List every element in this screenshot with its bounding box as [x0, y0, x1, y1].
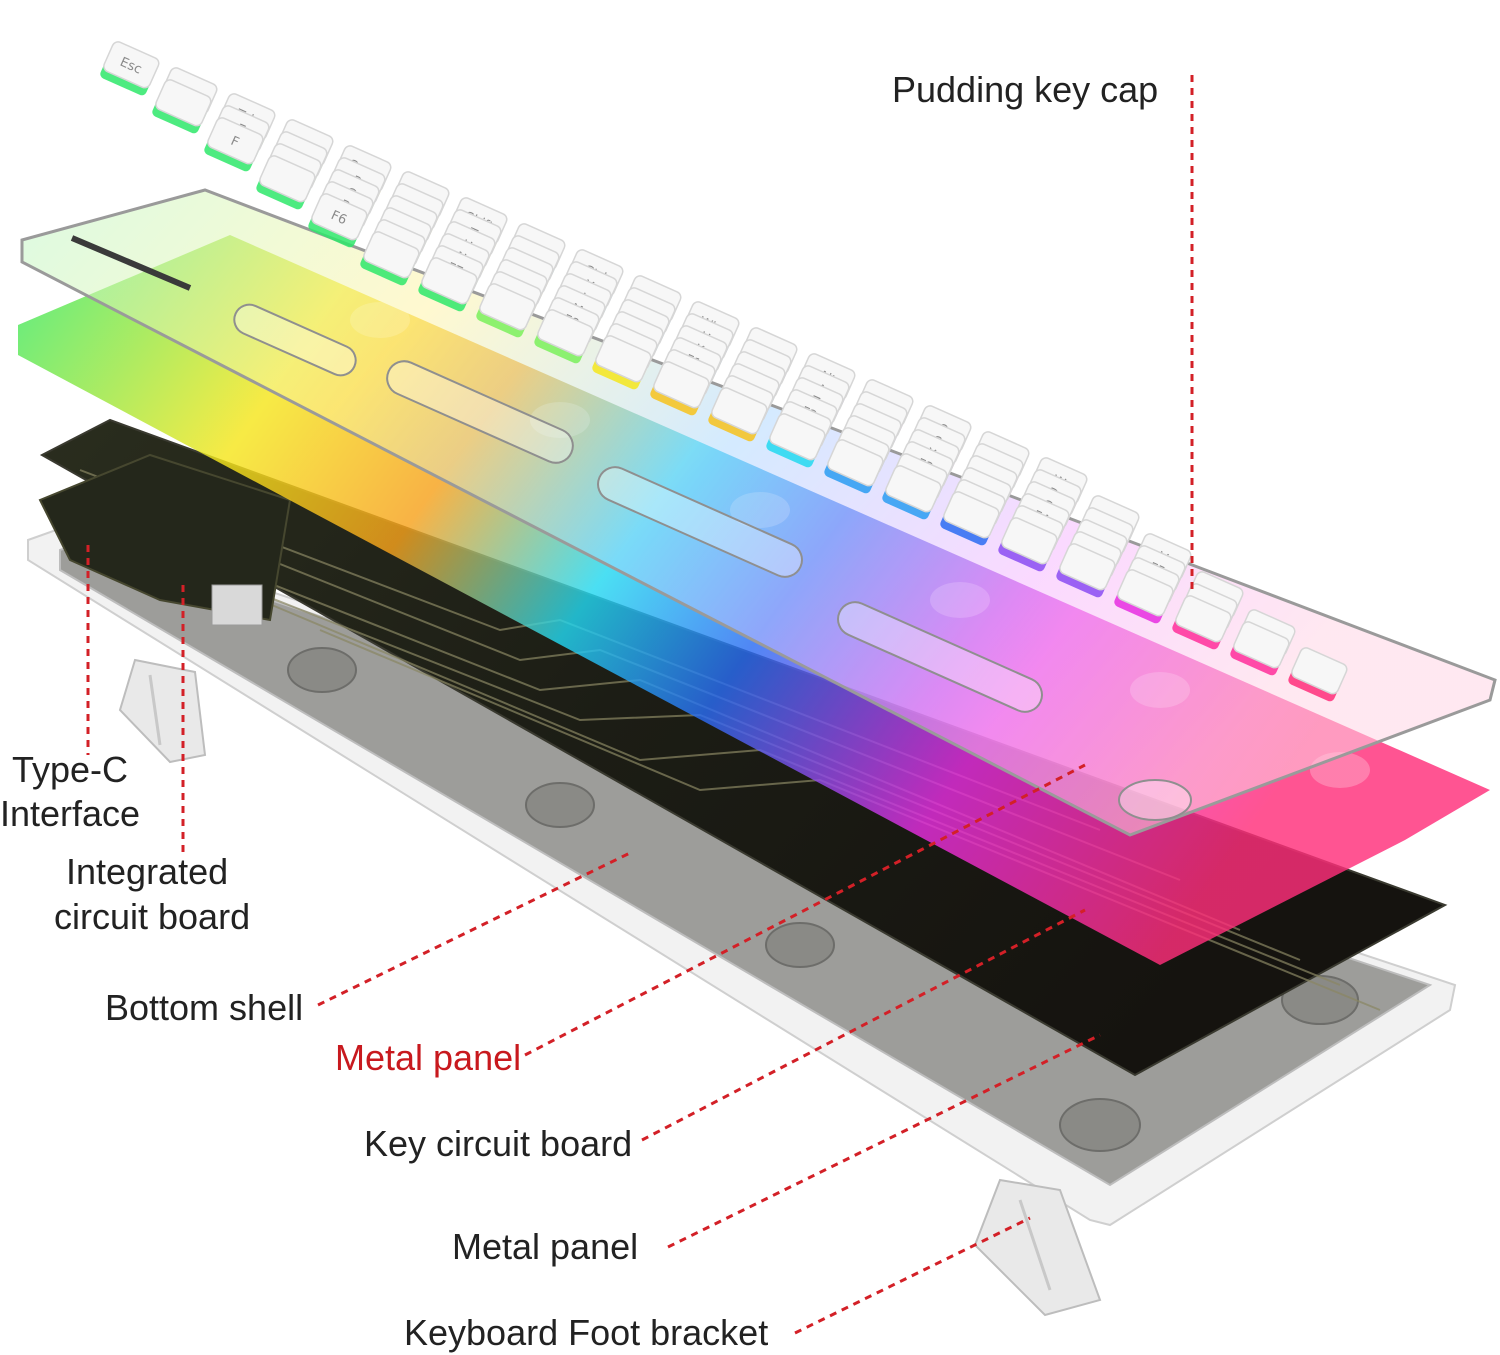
- keycap: [256, 155, 316, 210]
- keycap: F6: [308, 193, 368, 248]
- keycap: [708, 387, 768, 442]
- pudding-key-cap-label: Pudding key cap: [892, 69, 1159, 110]
- keycap: [1230, 621, 1290, 676]
- keycap: [534, 309, 594, 364]
- foot-bracket-left: [118, 658, 207, 764]
- keycap: F: [204, 117, 264, 172]
- keycap-legend: F6: [328, 208, 348, 228]
- keycap: [152, 79, 212, 134]
- keycap: [592, 335, 652, 390]
- keycap: [1288, 647, 1348, 702]
- integrated-circuit-board-label-line2: circuit board: [54, 896, 251, 937]
- metal-panel-part: [20, 188, 1497, 837]
- metal-panel-top-label: Metal panel: [335, 1037, 522, 1078]
- keycap: [1056, 543, 1116, 598]
- keycap: [1172, 595, 1232, 650]
- keycap: [882, 465, 942, 520]
- foot-bracket-right: [973, 1178, 1102, 1317]
- type-c-label-line1: Type-C: [12, 749, 129, 790]
- leader-line-foot-bracket: [794, 1216, 1031, 1335]
- integrated-circuit-board-part: [38, 453, 292, 626]
- keycap-group: EscTabCapsShiftCtrlWinAltQWERTYUASDFGHJK…: [100, 41, 1348, 702]
- keycap: [650, 361, 710, 416]
- type-c-label-line2: Interface: [0, 793, 141, 834]
- leader-line-metal-panel-bottom: [667, 1033, 1101, 1249]
- keycap: [766, 413, 826, 468]
- keycap: [1114, 569, 1174, 624]
- keyboard-foot-bracket-label: Keyboard Foot bracket: [404, 1312, 769, 1353]
- bottom-shell-label: Bottom shell: [105, 987, 304, 1028]
- keycap: [360, 231, 420, 286]
- integrated-circuit-board-label-line1: Integrated: [66, 851, 229, 892]
- leader-line-bottom-shell: [317, 850, 633, 1007]
- keycap: [476, 283, 536, 338]
- keycap: Esc: [100, 41, 160, 96]
- key-circuit-board-label: Key circuit board: [364, 1123, 633, 1164]
- leader-line-key-circuit-board: [641, 908, 1086, 1142]
- keycap: [940, 491, 1000, 546]
- keycap: [418, 257, 478, 312]
- metal-panel-bottom-label: Metal panel: [452, 1226, 639, 1267]
- keycap: [998, 517, 1058, 572]
- leader-line-metal-panel-top: [524, 763, 1086, 1057]
- keycap: [824, 439, 884, 494]
